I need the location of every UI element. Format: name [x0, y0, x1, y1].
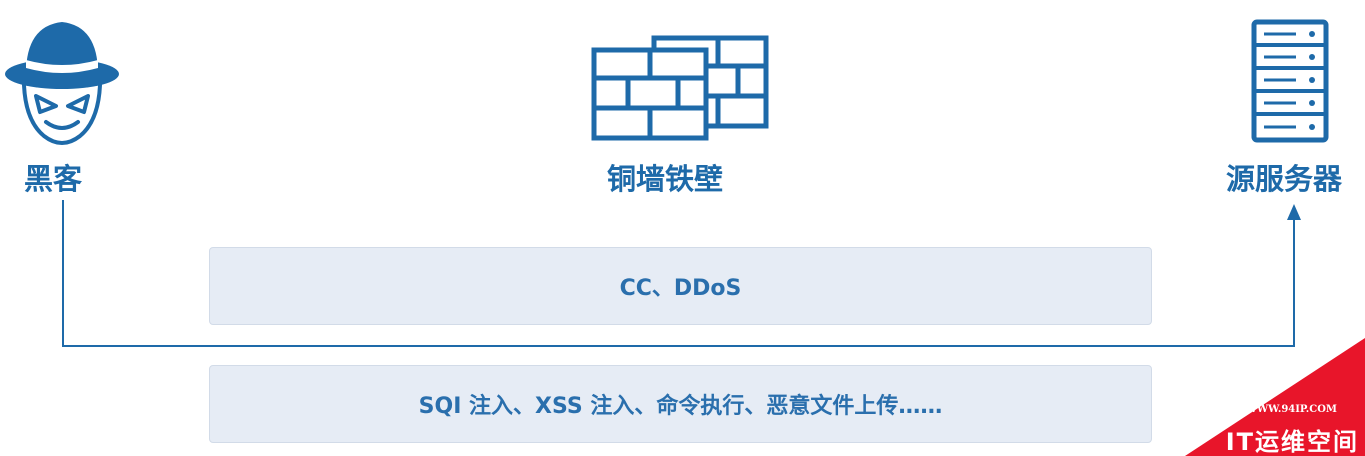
server-label: 源服务器	[1226, 162, 1343, 196]
flow-line	[62, 200, 1295, 347]
flow-arrowhead	[1287, 204, 1301, 220]
application-attack-text: SQI 注入、XSS 注入、命令执行、恶意文件上传……	[418, 394, 943, 419]
watermark-brand: IT运维空间	[1225, 428, 1359, 456]
server-icon	[1251, 19, 1329, 143]
firewall-icon	[591, 35, 769, 141]
firewall-label: 铜墙铁壁	[607, 162, 724, 196]
watermark-url: WWW.94IP.COM	[1245, 404, 1337, 415]
hacker-icon	[5, 22, 119, 145]
network-attack-text: CC、DDoS	[619, 276, 742, 301]
application-attack-box: SQI 注入、XSS 注入、命令执行、恶意文件上传……	[209, 365, 1152, 443]
watermark-triangle	[1185, 338, 1365, 456]
hacker-label: 黑客	[24, 162, 83, 196]
watermark: WWW.94IP.COM IT运维空间	[1185, 338, 1365, 456]
network-attack-box: CC、DDoS	[209, 247, 1152, 325]
